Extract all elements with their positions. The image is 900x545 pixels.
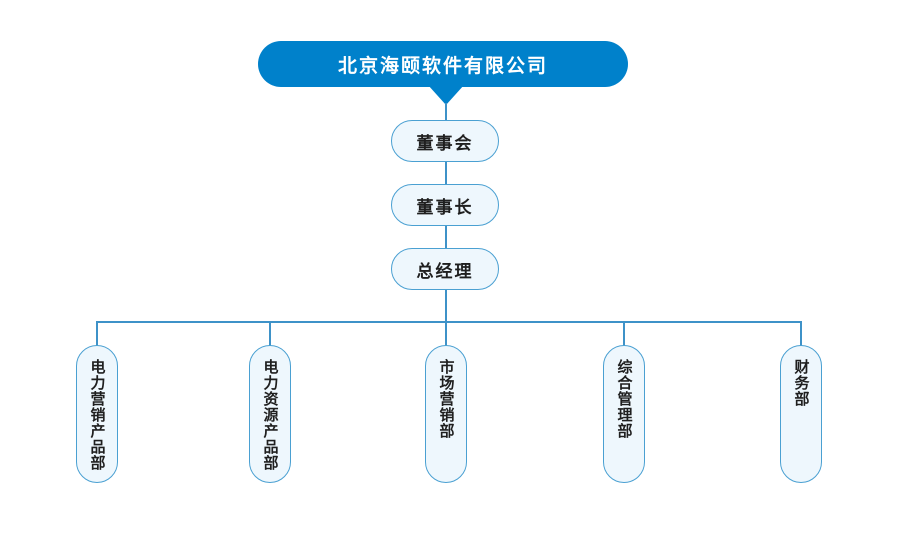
node-label: 电力资源产品部 <box>261 359 279 471</box>
connector-drop-dept-3 <box>445 321 447 346</box>
connector-drop-dept-1 <box>96 321 98 346</box>
connector-drop-dept-5 <box>800 321 802 346</box>
node-label: 电力营销产品部 <box>88 359 106 471</box>
node-board-of-directors: 董事会 <box>391 120 499 162</box>
node-general-manager: 总经理 <box>391 248 499 290</box>
node-label: 董事长 <box>416 197 474 217</box>
node-label: 总经理 <box>416 261 474 281</box>
node-label: 市场营销部 <box>437 359 455 439</box>
node-label: 董事会 <box>416 133 474 153</box>
connector-chairman-gm <box>445 226 447 248</box>
company-node: 北京海颐软件有限公司 <box>258 41 628 87</box>
company-name: 北京海颐软件有限公司 <box>337 55 548 77</box>
node-label: 财务部 <box>792 359 810 407</box>
connector-gm-branch <box>445 290 447 322</box>
connector-company-board <box>445 103 447 120</box>
node-label: 综合管理部 <box>615 359 633 439</box>
connector-drop-dept-4 <box>623 321 625 346</box>
connector-drop-dept-2 <box>269 321 271 346</box>
node-dept-power-resources-products: 电力资源产品部 <box>249 345 291 483</box>
node-dept-finance: 财务部 <box>780 345 822 483</box>
node-chairman: 董事长 <box>391 184 499 226</box>
node-dept-marketing: 市场营销部 <box>425 345 467 483</box>
node-dept-power-marketing-products: 电力营销产品部 <box>76 345 118 483</box>
connector-branch-bar <box>96 321 802 323</box>
node-dept-general-management: 综合管理部 <box>603 345 645 483</box>
company-node-pointer-icon <box>428 85 464 105</box>
connector-board-chairman <box>445 162 447 184</box>
